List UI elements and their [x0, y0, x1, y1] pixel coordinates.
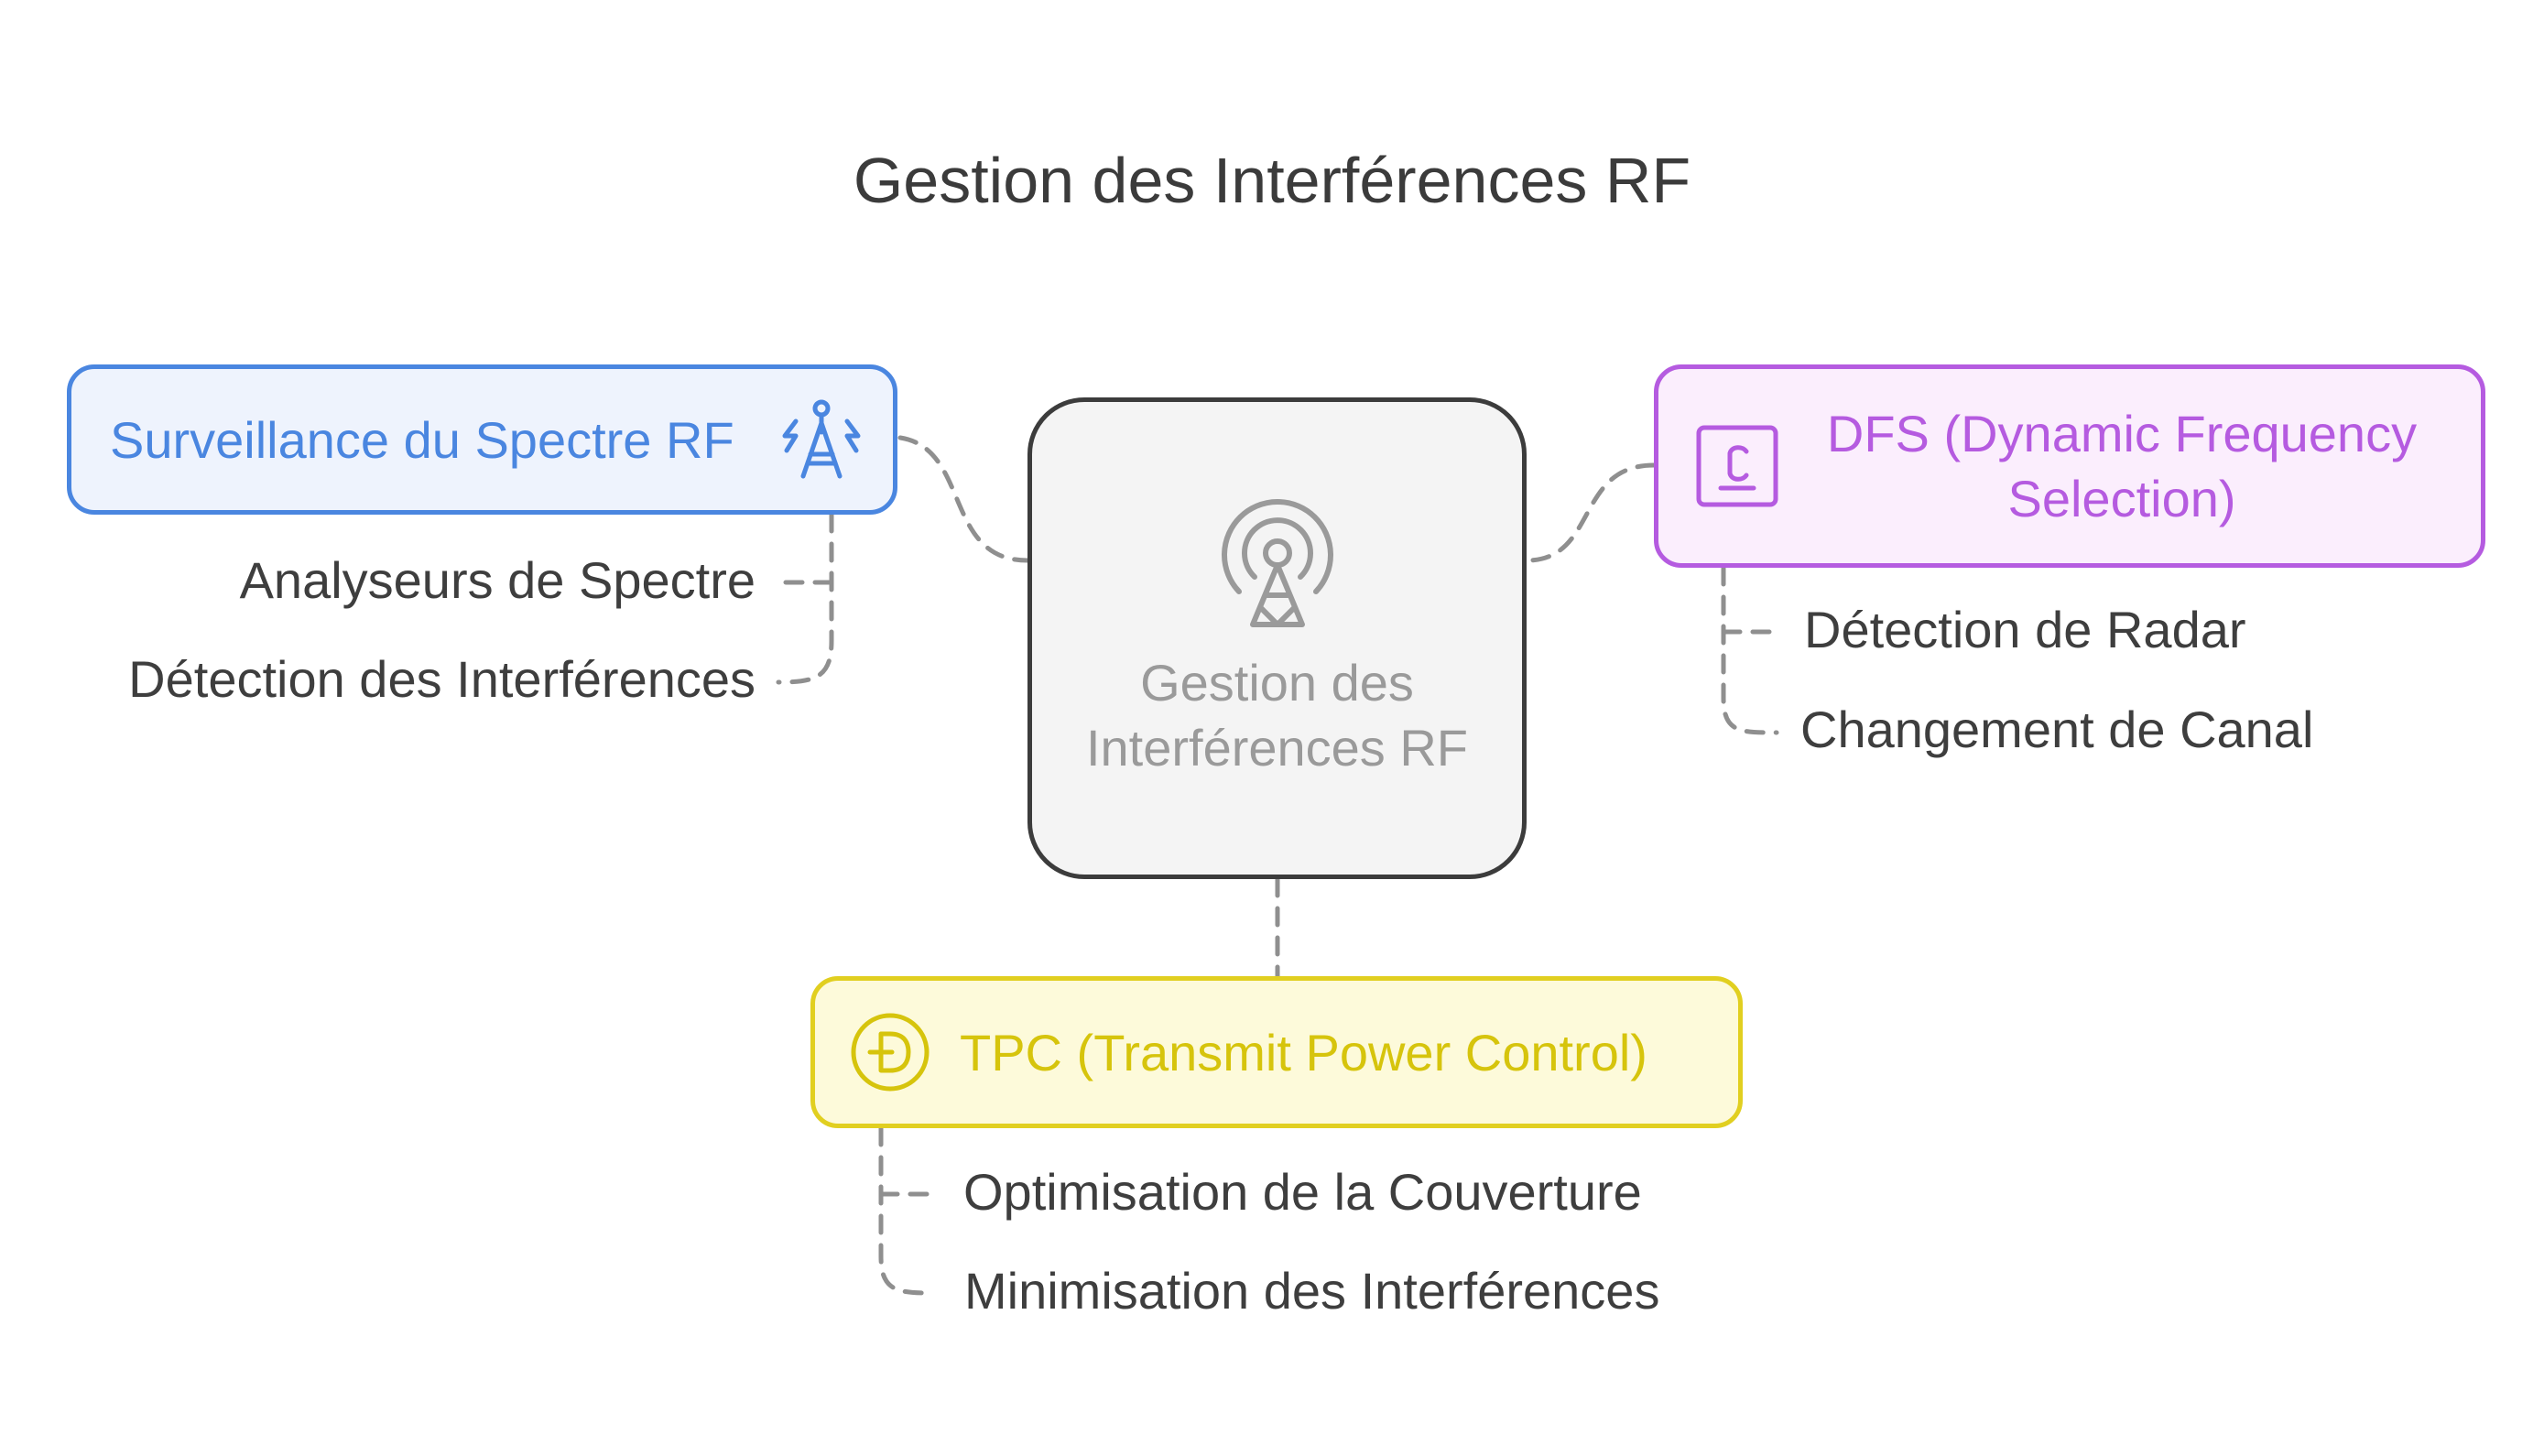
power-control-icon: [851, 1013, 930, 1092]
spectrum-child-detection: Détection des Interférences: [128, 650, 756, 708]
node-dfs[interactable]: DFS (Dynamic Frequency Selection): [1654, 364, 2485, 568]
tpc-child-minimisation: Minimisation des Interférences: [964, 1262, 1660, 1320]
connector-spectrum-center: [897, 435, 1030, 563]
spectrum-child-analyzers: Analyseurs de Spectre: [239, 551, 756, 609]
connector-dfs-children: [1721, 565, 1779, 735]
connector-dfs-center: [1524, 462, 1657, 563]
node-center[interactable]: Gestion des Interférences RF: [1027, 397, 1527, 879]
connector-tpc-children: [878, 1125, 935, 1296]
node-spectrum-monitoring[interactable]: Surveillance du Spectre RF: [67, 364, 897, 515]
diagram-title: Gestion des Interférences RF: [853, 145, 1691, 216]
node-dfs-label: DFS (Dynamic Frequency Selection): [1826, 405, 2418, 527]
connector-spectrum-children: [776, 512, 834, 685]
frequency-chip-icon: [1696, 425, 1778, 507]
radio-tower-icon: [1221, 499, 1333, 627]
node-tpc-label: TPC (Transmit Power Control): [960, 1023, 1647, 1081]
node-tpc[interactable]: TPC (Transmit Power Control): [810, 976, 1743, 1128]
tpc-child-coverage: Optimisation de la Couverture: [963, 1163, 1642, 1221]
dfs-child-radar: Détection de Radar: [1804, 601, 2246, 658]
dfs-child-channel: Changement de Canal: [1800, 701, 2314, 758]
antenna-tower-icon: [782, 399, 861, 479]
node-spectrum-label: Surveillance du Spectre RF: [110, 410, 734, 469]
node-center-label: Gestion des Interférences RF: [1085, 654, 1469, 777]
